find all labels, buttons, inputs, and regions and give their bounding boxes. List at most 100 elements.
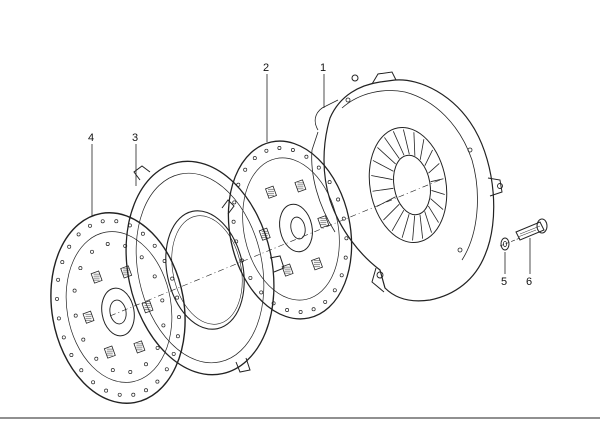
rivet-hole <box>155 379 160 384</box>
rivet-hole <box>123 243 128 248</box>
diaphragm-finger <box>372 160 394 172</box>
rivet-hole <box>81 337 86 342</box>
rivet-hole <box>88 223 92 228</box>
rivet-hole <box>152 274 157 279</box>
rivet-hole <box>243 167 248 172</box>
callout-6: 6 <box>526 276 532 288</box>
rivet-hole <box>56 316 61 321</box>
rivet-hole <box>248 275 253 280</box>
callout-5: 5 <box>501 276 507 288</box>
diaphragm-finger <box>392 131 405 156</box>
rivet-hole <box>264 148 269 153</box>
rivet-hole <box>139 255 144 260</box>
damper-spring <box>311 257 323 271</box>
intermediate-plate <box>125 160 285 376</box>
diaphragm-finger <box>424 149 433 166</box>
diaphragm-finger <box>412 215 416 241</box>
diaphragm-finger <box>430 198 444 210</box>
diaphragm-finger <box>384 137 400 159</box>
rivet-hole <box>69 353 74 357</box>
rivet-hole <box>298 310 303 314</box>
rivet-hole <box>76 232 81 237</box>
rivet-hole <box>56 277 61 282</box>
damper-spring <box>265 185 277 199</box>
callout-3: 3 <box>132 132 138 144</box>
rivet-hole <box>110 368 115 373</box>
diaphragm-finger <box>377 147 396 165</box>
washer <box>500 237 510 251</box>
diaphragm-finger <box>419 139 425 160</box>
rivet-hole <box>155 345 160 350</box>
rivet-hole <box>231 219 236 224</box>
rivet-hole <box>160 298 165 303</box>
rivet-hole <box>232 200 237 205</box>
clutch-disc-4 <box>50 212 186 404</box>
damper-spring <box>317 215 330 229</box>
rivet-hole <box>55 296 59 301</box>
rivet-hole <box>67 244 72 249</box>
rivet-hole <box>131 392 136 397</box>
rivet-hole <box>152 243 157 248</box>
rivet-hole <box>144 388 148 393</box>
rivet-hole <box>114 219 119 224</box>
rivet-hole <box>78 266 83 271</box>
rivet-hole <box>339 273 344 278</box>
damper-spring <box>103 345 116 359</box>
rivet-hole <box>177 315 181 320</box>
diaphragm-finger <box>430 178 444 183</box>
diaphragm-finger <box>403 129 410 155</box>
diaphragm-finger <box>383 203 400 221</box>
diaphragm-finger <box>428 163 440 174</box>
rivet-hole <box>285 308 290 312</box>
diaphragm-finger <box>431 190 445 195</box>
damper-spring <box>133 340 146 354</box>
clutch-disc-2 <box>227 140 353 320</box>
rivet-hole <box>290 148 295 152</box>
rivet-hole <box>104 388 109 393</box>
rivet-hole <box>175 334 180 339</box>
damper-spring <box>82 310 95 324</box>
rivet-hole <box>304 154 309 159</box>
rivet-hole <box>164 367 169 372</box>
callout-2: 2 <box>263 62 269 74</box>
rivet-hole <box>162 259 167 263</box>
bolt <box>515 218 548 241</box>
rivet-hole <box>259 290 264 295</box>
diaphragm-finger <box>401 214 410 238</box>
rivet-hole <box>61 335 66 340</box>
rivet-hole <box>73 313 78 318</box>
rivet-hole <box>341 216 346 221</box>
rivet-hole <box>105 242 110 246</box>
damper-spring <box>141 300 154 314</box>
diaphragm-finger <box>371 175 393 180</box>
rivet-hole <box>327 180 332 185</box>
center-axis <box>109 179 441 317</box>
rivet-hole <box>127 223 132 228</box>
rivet-hole <box>144 362 148 367</box>
rivet-hole <box>316 165 321 170</box>
rivet-hole <box>94 356 99 361</box>
rivet-hole <box>344 236 349 241</box>
rivet-hole <box>90 249 94 254</box>
pressure-plate-cover <box>311 71 503 302</box>
rivet-hole <box>91 380 96 385</box>
rivet-hole <box>170 276 175 281</box>
diaphragm-finger <box>424 211 432 233</box>
rivet-hole <box>175 295 180 300</box>
callout-1: 1 <box>320 62 326 74</box>
rivet-hole <box>332 288 337 293</box>
rivet-hole <box>72 288 77 293</box>
rivet-hole <box>79 368 84 373</box>
diaphragm-finger <box>427 205 439 223</box>
rivet-hole <box>343 255 348 260</box>
rivet-hole <box>140 231 145 236</box>
diaphragm-finger <box>391 210 405 231</box>
rivet-hole <box>171 351 176 356</box>
rivet-hole <box>252 156 257 161</box>
damper-spring <box>90 270 103 284</box>
rivet-hole <box>323 299 328 304</box>
rivet-hole <box>128 370 133 374</box>
diaphragm-finger <box>419 214 424 239</box>
diaphragm-finger <box>372 187 394 192</box>
